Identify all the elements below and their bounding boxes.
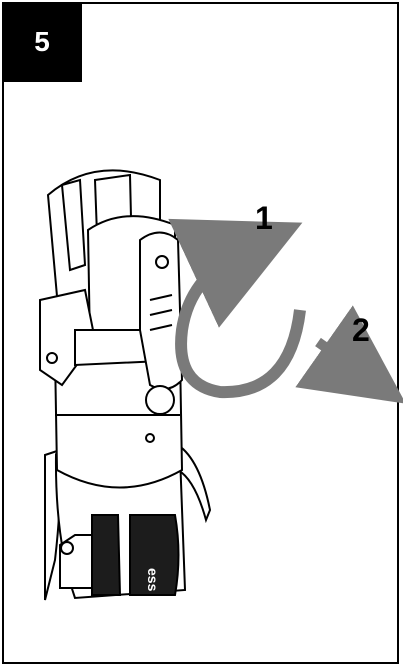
svg-text:ess: ess (145, 568, 161, 592)
handle-lettering: ess (145, 568, 161, 592)
rotate-arrow (168, 218, 306, 399)
callout-rotate-number: 1 (255, 200, 273, 236)
tool-body (53, 354, 184, 489)
step-number-badge: 5 (2, 2, 82, 82)
step-number: 5 (34, 26, 50, 57)
pull-arrow (295, 305, 403, 404)
callout-pull-number: 2 (352, 312, 370, 348)
tool-handle (44, 443, 212, 601)
